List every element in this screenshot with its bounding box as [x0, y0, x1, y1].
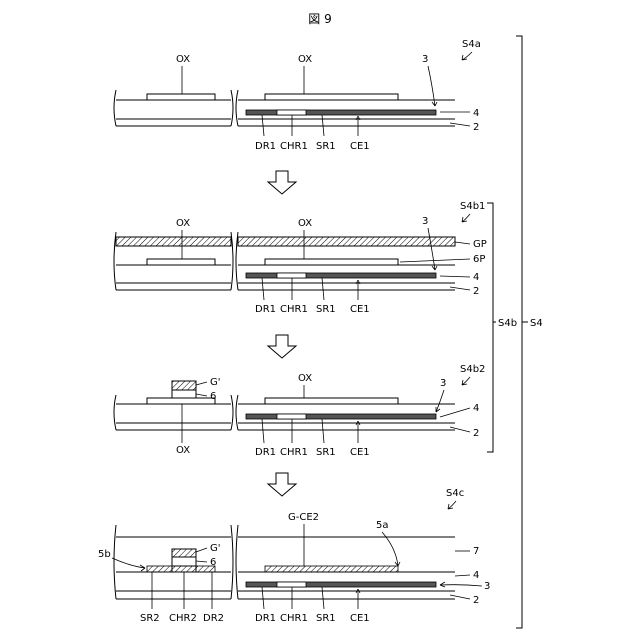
ref-3: 3 [422, 54, 428, 65]
semiconductor-layer [246, 582, 436, 587]
gate-electrode-g-prime [172, 381, 196, 390]
ref-2: 2 [473, 428, 479, 439]
bracket-s4b [487, 203, 496, 452]
ref-6p: 6P [473, 254, 485, 265]
ref-g-ce2: G-CE2 [288, 512, 319, 523]
label-sr1: SR1 [316, 447, 336, 458]
layer-stack-right [236, 90, 455, 126]
step-arrow-s4a [462, 52, 472, 60]
panel-s4c: S4c G-CE2 5a 5b [98, 488, 490, 624]
label-dr1: DR1 [255, 447, 276, 458]
ref-3: 3 [484, 581, 490, 592]
layer-stack-right [236, 395, 455, 430]
label-sr1: SR1 [316, 613, 336, 624]
semiconductor-layer [246, 273, 436, 278]
label-chr2: CHR2 [169, 613, 197, 624]
ref-2: 2 [473, 286, 479, 297]
layer-stack-left [114, 381, 233, 430]
label-dr1: DR1 [255, 141, 276, 152]
label-sr1: SR1 [316, 304, 336, 315]
label-dr1: DR1 [255, 613, 276, 624]
panel-s4b2: S4b2 G' 6 OX OX 3 [114, 364, 485, 458]
ox-label-bottom: OX [176, 445, 190, 456]
ref-3: 3 [422, 216, 428, 227]
ox-label-right: OX [298, 373, 312, 384]
label-ce1: CE1 [350, 141, 370, 152]
ref-4: 4 [473, 403, 479, 414]
layer-stack-left [114, 232, 233, 290]
ref-gp: GP [473, 239, 487, 250]
step-label-s4: S4 [530, 318, 543, 329]
label-sr2: SR2 [140, 613, 160, 624]
label-chr1: CHR1 [280, 304, 308, 315]
label-ce1: CE1 [350, 447, 370, 458]
ref-2: 2 [473, 595, 479, 606]
ref-7: 7 [473, 546, 479, 557]
ref-2: 2 [473, 122, 479, 133]
channel-region [277, 110, 306, 115]
figure-title: 図 9 [308, 12, 331, 26]
semiconductor-layer [246, 414, 436, 419]
ref-g-prime: G' [210, 543, 221, 554]
gate-film-gp [116, 237, 231, 246]
ox-label-left: OX [176, 54, 190, 65]
ref-4: 4 [473, 272, 479, 283]
step-label-s4b: S4b [498, 318, 517, 329]
ox-label-right: OX [298, 54, 312, 65]
ox-label-right: OX [298, 218, 312, 229]
process-arrow-2 [268, 335, 296, 358]
ref-5a: 5a [376, 520, 389, 531]
ref-6: 6 [210, 557, 216, 568]
label-chr1: CHR1 [280, 613, 308, 624]
layer-stack-right [236, 525, 455, 599]
ref-4: 4 [473, 108, 479, 119]
label-ce1: CE1 [350, 304, 370, 315]
ref-4: 4 [473, 570, 479, 581]
gate-insulator-6 [172, 390, 196, 398]
panel-s4a: S4a OX OX 3 4 2 [114, 39, 481, 152]
panel-s4b1: S4b1 OX OX 3 GP 6P [114, 201, 487, 315]
label-dr1: DR1 [255, 304, 276, 315]
gate-insulator-6 [172, 557, 196, 566]
step-label-s4a: S4a [462, 39, 481, 50]
label-chr1: CHR1 [280, 141, 308, 152]
ref-3: 3 [440, 378, 446, 389]
layer-stack-left [114, 90, 233, 126]
process-arrow-1 [268, 171, 296, 194]
ref-6: 6 [210, 391, 216, 402]
bracket-s4 [516, 36, 528, 628]
label-ce1: CE1 [350, 613, 370, 624]
label-chr1: CHR1 [280, 447, 308, 458]
semiconductor-layer [246, 110, 436, 115]
process-arrow-3 [268, 473, 296, 496]
gate-film-gp [238, 237, 455, 246]
semiconductor-layer-5b [147, 566, 215, 572]
channel-region [277, 414, 306, 419]
channel-region [277, 273, 306, 278]
step-label-s4c: S4c [446, 488, 464, 499]
ref-g-prime: G' [210, 377, 221, 388]
ox-label-left: OX [176, 218, 190, 229]
label-dr2: DR2 [203, 613, 224, 624]
step-label-s4b2: S4b2 [460, 364, 485, 375]
label-sr1: SR1 [316, 141, 336, 152]
channel-region [277, 582, 306, 587]
gate-electrode-g-prime [172, 549, 196, 557]
step-label-s4b1: S4b1 [460, 201, 485, 212]
gate-electrode-g-ce2 [265, 566, 398, 572]
ref-5b: 5b [98, 549, 111, 560]
